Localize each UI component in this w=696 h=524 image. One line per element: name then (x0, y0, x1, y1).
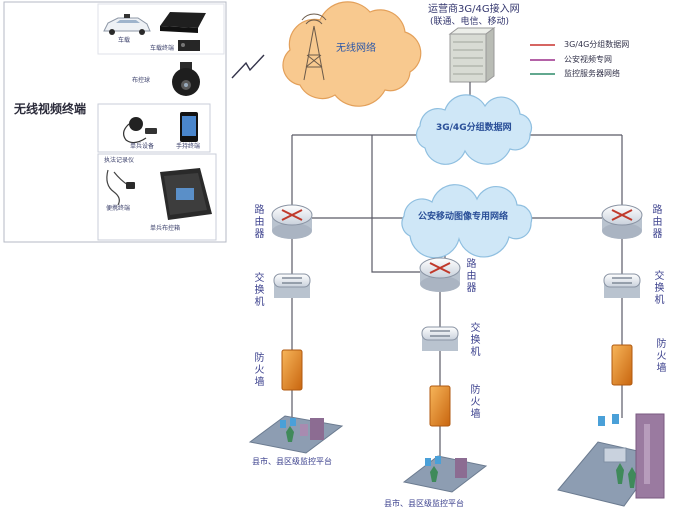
operator-carriers: (联通、电信、移动) (430, 17, 510, 27)
vehicle-dvr-icon (160, 12, 206, 51)
wireless-network-label: 无线网络 (336, 43, 376, 54)
operator-access-title: 运营商3G/4G接入网 (428, 4, 520, 15)
terminal-panel-title: 无线视频终端 (14, 102, 87, 116)
device-label: 手持终端 (176, 143, 201, 150)
router-label: 路由器 (252, 204, 263, 240)
router-label: 路由器 (650, 204, 661, 240)
portable-case-icon (160, 168, 212, 220)
legend-label-packet-data: 3G/4G分组数据网 (564, 40, 630, 49)
switch-label: 交换机 (468, 322, 479, 358)
switch-label: 交换机 (252, 272, 263, 308)
headset-camera-icon (123, 117, 157, 144)
switch-label: 交换机 (652, 270, 663, 306)
police-network-label: 公安移动图像专用网络 (418, 212, 509, 222)
device-label: 车载 (118, 37, 131, 44)
router-icon (419, 257, 461, 292)
device-label: 单兵设备 (130, 143, 155, 150)
terminal-section-handheld (97, 103, 211, 153)
firewall-icon (281, 349, 303, 391)
cell-tower-icon (301, 13, 327, 81)
router-icon (601, 204, 643, 239)
monitoring-platform-icon (557, 413, 665, 507)
router-label: 路由器 (464, 258, 475, 294)
monitoring-platform-icon (248, 415, 344, 454)
switch-icon (273, 273, 311, 298)
dome-camera-icon (172, 62, 200, 96)
vehicle-camera-icon (103, 14, 151, 35)
firewall-icon (611, 344, 633, 386)
firewall-label: 防火墙 (468, 384, 479, 420)
platform-label: 县市、县区级监控平台 (252, 457, 332, 466)
terminal-section-portable (97, 153, 217, 241)
device-label: 便携终端 (106, 205, 131, 212)
device-label: 执法记录仪 (104, 157, 135, 164)
operator-access-server-icon (448, 27, 496, 83)
wireless-network-cloud (282, 1, 422, 107)
police-network-cloud (401, 184, 533, 259)
switch-icon (421, 326, 459, 351)
legend-label-police-video: 公安视频专网 (564, 55, 612, 64)
firewall-icon (429, 385, 451, 427)
packet-data-network-cloud (416, 94, 533, 165)
wireless-signal-icon (231, 54, 265, 79)
firewall-label: 防火墙 (252, 352, 263, 388)
firewall-label: 防火墙 (654, 338, 665, 374)
router-icon (271, 204, 313, 239)
terminal-section-vehicle (97, 3, 225, 55)
link-backbone-to-center-router (371, 135, 420, 273)
legend-label-monitor-server: 监控服务器网络 (564, 69, 620, 78)
platform-label: 县市、县区级监控平台 (384, 499, 464, 508)
device-label: 单兵布控箱 (150, 225, 181, 232)
packet-data-network-label: 3G/4G分组数据网 (436, 123, 512, 133)
handheld-terminal-icon (180, 112, 198, 142)
body-camera-icon (106, 169, 135, 206)
monitoring-platform-icon (402, 455, 488, 493)
device-label: 布控球 (132, 77, 151, 84)
device-label: 车载终端 (150, 45, 175, 52)
switch-icon (603, 273, 641, 298)
